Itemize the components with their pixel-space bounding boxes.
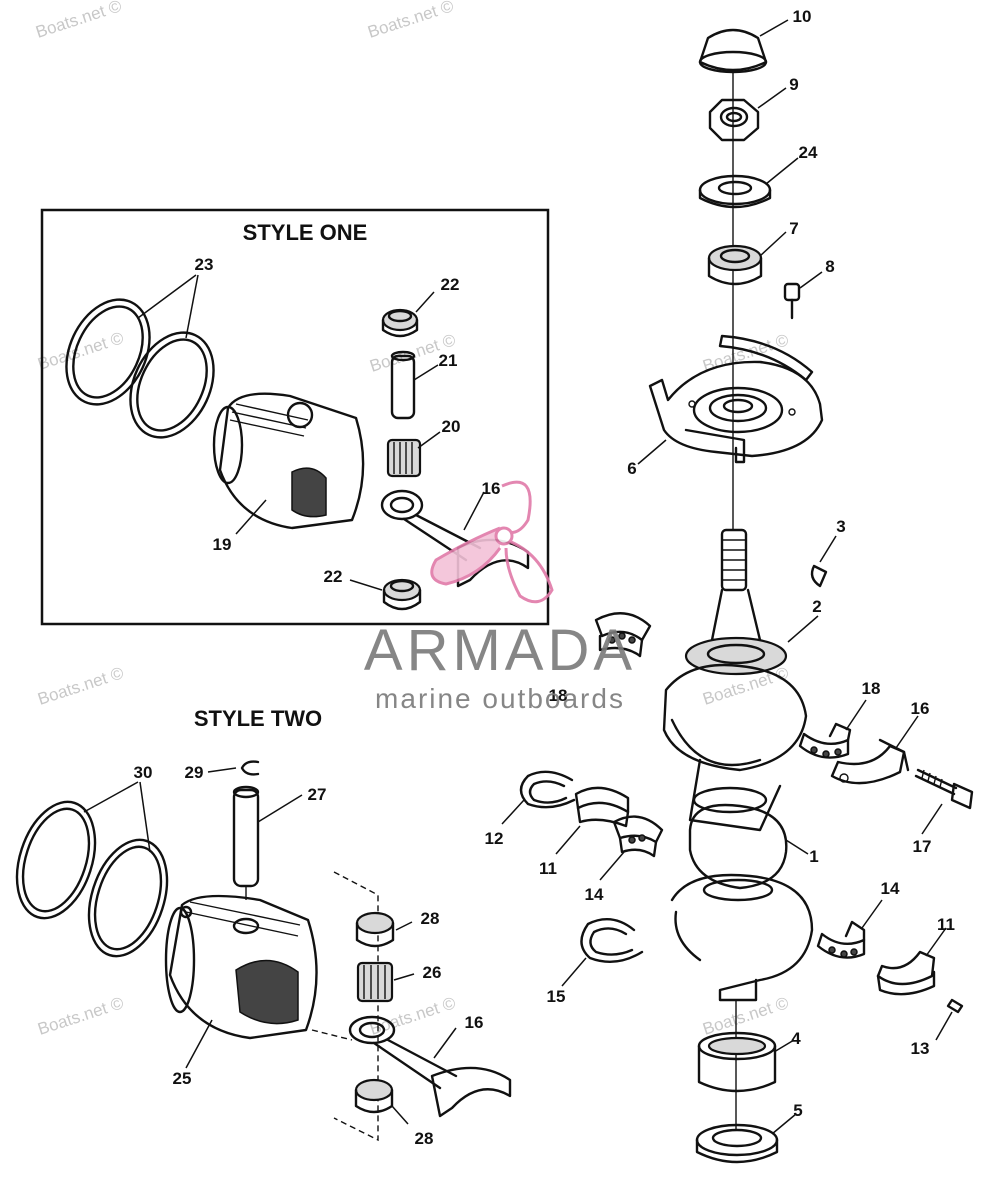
label-14: 14 [585, 885, 604, 904]
bearing-cage-right [798, 699, 867, 759]
bearing-cage-left [594, 612, 652, 658]
piston-style-one [212, 392, 365, 535]
watermark: Boats.net © [35, 993, 126, 1039]
label-23: 23 [195, 255, 214, 274]
label-15: 15 [547, 987, 566, 1006]
bearing-race-half-left [555, 786, 630, 855]
bearing-housing [637, 334, 824, 465]
label-28: 28 [415, 1129, 434, 1148]
crankshaft [662, 528, 819, 1002]
pin-clip [207, 760, 260, 776]
piston-rings-style-two [15, 781, 169, 958]
logo-tagline: marine outboards [375, 683, 625, 714]
watermark: Boats.net © [33, 0, 124, 42]
cap [698, 19, 789, 74]
label-22: 22 [324, 567, 343, 586]
label-28: 28 [421, 909, 440, 928]
piston-rings-style-one [65, 274, 215, 439]
label-14: 14 [881, 879, 900, 898]
label-8: 8 [825, 257, 834, 276]
label-10: 10 [793, 7, 812, 26]
label-5: 5 [793, 1101, 802, 1120]
style-one-heading: STYLE ONE [243, 220, 368, 245]
label-27: 27 [308, 785, 327, 804]
needle-bearing-retainer-top [355, 911, 413, 948]
logo-brand: ARMADA [364, 618, 636, 683]
lower-needle-bearing [697, 1031, 795, 1093]
label-20: 20 [442, 417, 461, 436]
label-16: 16 [482, 479, 501, 498]
screw [783, 271, 823, 320]
label-13: 13 [911, 1039, 930, 1058]
bearing-race-half-right [876, 927, 947, 996]
bearing-cage-lower-left [599, 815, 664, 881]
label-18: 18 [862, 679, 881, 698]
pin-bearing-bottom [349, 578, 422, 611]
oil-seal [707, 231, 787, 286]
label-22: 22 [441, 275, 460, 294]
watermark: Boats.net © [365, 0, 456, 42]
dowel-pin [935, 998, 964, 1041]
label-29: 29 [185, 763, 204, 782]
propeller-icon [430, 480, 554, 604]
label-24: 24 [799, 143, 818, 162]
label-30: 30 [134, 763, 153, 782]
label-12: 12 [485, 829, 504, 848]
wrist-pin-style-one [390, 350, 439, 420]
label-18: 18 [549, 686, 568, 705]
piston-style-two [164, 894, 318, 1069]
label-3: 3 [836, 517, 845, 536]
style-one-frame [40, 208, 550, 626]
label-6: 6 [627, 459, 636, 478]
retaining-ring-upper [501, 770, 576, 825]
label-17: 17 [913, 837, 932, 856]
watermarks: Boats.net © Boats.net © Boats.net © Boat… [33, 0, 791, 1039]
label-19: 19 [213, 535, 232, 554]
rod-cap [830, 715, 919, 785]
label-21: 21 [439, 351, 458, 370]
label-9: 9 [789, 75, 798, 94]
label-2: 2 [812, 597, 821, 616]
label-26: 26 [423, 963, 442, 982]
label-25: 25 [173, 1069, 192, 1088]
nut [708, 87, 787, 142]
label-7: 7 [789, 219, 798, 238]
wrist-pin-style-two [232, 785, 303, 900]
woodruff-key [810, 535, 837, 588]
bearing-cage-lower-right [816, 899, 883, 959]
needle-bearing-retainer-bottom [354, 1078, 409, 1125]
watermark: Boats.net © [35, 663, 126, 709]
needle-bearing-style-one [386, 431, 441, 478]
label-4: 4 [791, 1029, 801, 1048]
retaining-ring-lower [561, 918, 644, 987]
needle-bearing-style-two [356, 961, 415, 1003]
label-1: 1 [809, 847, 818, 866]
style-two-heading: STYLE TWO [194, 706, 322, 731]
label-16: 16 [465, 1013, 484, 1032]
washer [698, 157, 799, 209]
label-11: 11 [539, 859, 557, 878]
pin-bearing-top [381, 291, 435, 338]
lower-seal-ring [695, 1113, 797, 1164]
connecting-rod-style-two [348, 1015, 512, 1118]
label-11: 11 [937, 915, 955, 934]
rod-bolt [914, 768, 974, 835]
armada-logo: ARMADA marine outboards [364, 480, 636, 714]
label-16: 16 [911, 699, 930, 718]
